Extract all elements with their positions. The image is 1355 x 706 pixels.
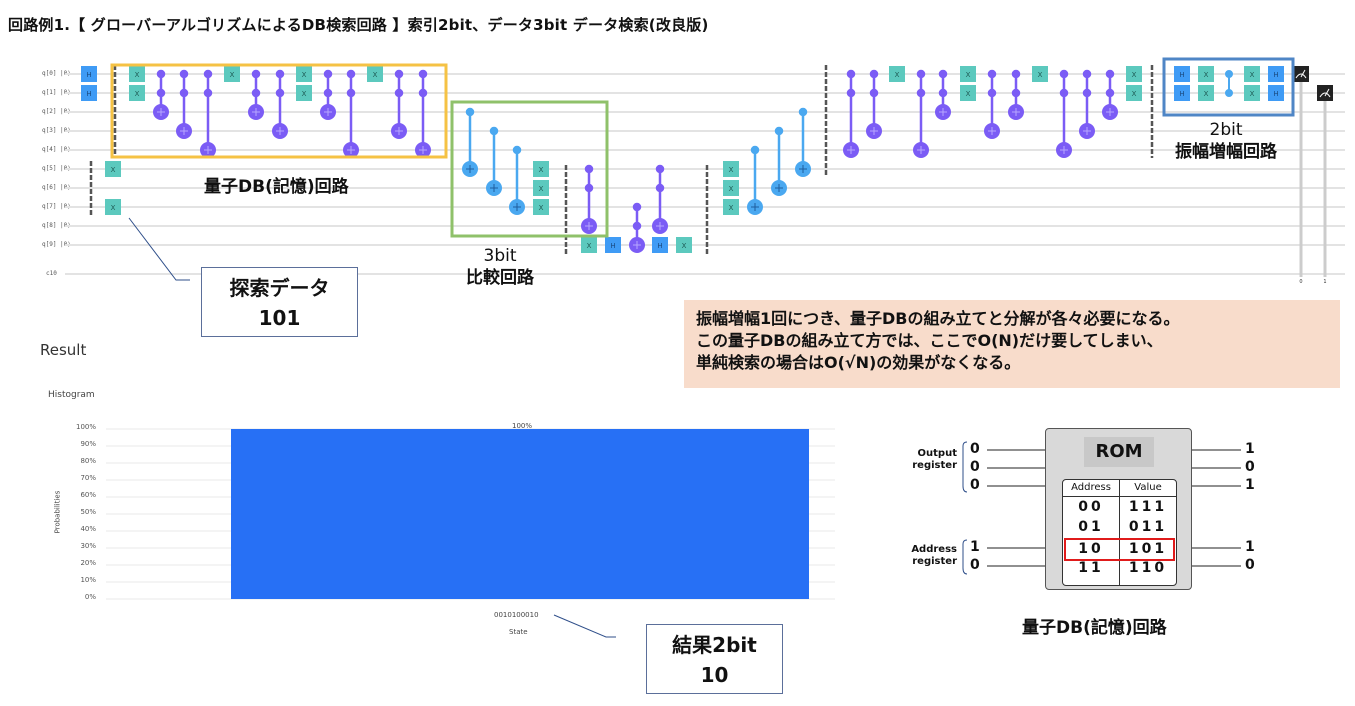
histogram-title: Histogram: [48, 390, 95, 400]
search-data-label: 探索データ: [229, 276, 330, 300]
rom-address-cell: 01: [1078, 519, 1104, 535]
rom-address-cell: 10: [1078, 541, 1104, 557]
amplifier-gates: [1174, 66, 1284, 101]
rom-title: ROM: [1084, 437, 1154, 467]
qdb-region-box: [110, 63, 448, 159]
ytick: 100%: [75, 423, 96, 431]
output-register-label-1: Output: [917, 448, 957, 459]
output-in-bit: 0: [970, 441, 980, 457]
rom-header-value: Value: [1134, 482, 1162, 493]
amplify-label-2: 振幅増幅回路: [1175, 142, 1277, 162]
ytick: 20%: [80, 559, 96, 567]
rom-caption: 量子DB(記憶)回路: [1022, 618, 1167, 638]
qubit-label-2: q[2] |0⟩: [42, 108, 71, 115]
page-title: 回路例1.【 グローバーアルゴリズムによるDB検索回路 】索引2bit、データ3…: [8, 16, 709, 34]
output-out-bit: 1: [1245, 477, 1255, 493]
search-data-value: 101: [258, 306, 301, 330]
ytick: 80%: [80, 457, 96, 465]
complexity-note: 振幅増幅1回につき、量子DBの組み立てと分解が各々必要になる。 この量子DBの組…: [684, 300, 1340, 388]
qubit-label-9: q[9] |0⟩: [42, 241, 71, 248]
address-register-label-1: Address: [911, 544, 957, 555]
circuit-svg: X H: [65, 57, 1345, 285]
measurements: 0 1: [1292, 65, 1334, 285]
rom-value-cell: 011: [1128, 519, 1168, 535]
histogram-bar: [231, 429, 809, 599]
measure-index-1: 1: [1323, 279, 1326, 285]
search-data-callout: 探索データ 101: [201, 267, 358, 337]
amplify-region-box: [1162, 57, 1295, 117]
rom-value-cell: 101: [1128, 541, 1168, 557]
note-line-1: 振幅増幅1回につき、量子DBの組み立てと分解が各々必要になる。: [696, 309, 1180, 328]
compare-gates: [461, 107, 549, 216]
ytick: 70%: [80, 474, 96, 482]
result-value: 10: [700, 663, 729, 687]
qubit-label-6: q[6] |0⟩: [42, 184, 71, 191]
qdb-gates: [129, 66, 432, 159]
output-out-bit: 1: [1245, 441, 1255, 457]
uncompare-gates: [723, 107, 812, 216]
qdb-region-label: 量子DB(記憶)回路: [204, 177, 349, 197]
ytick: 90%: [80, 440, 96, 448]
output-register-label-2: register: [912, 460, 957, 471]
qubit-label-1: q[1] |0⟩: [42, 89, 71, 96]
uncompute-qdb-gates: [842, 66, 1142, 159]
output-in-bit: 0: [970, 477, 980, 493]
compare-region-box: [450, 100, 609, 238]
qubit-label-7: q[7] |0⟩: [42, 203, 71, 210]
rom-diagram: Output register Address register 0 0 0 1…: [905, 420, 1255, 620]
qubit-label-3: q[3] |0⟩: [42, 127, 71, 134]
highlight-row-box: [1064, 538, 1175, 561]
ytick: 50%: [80, 508, 96, 516]
compare-label-1: 3bit: [483, 246, 517, 266]
rom-address-cell: 00: [1078, 499, 1104, 515]
amplify-label-1: 2bit: [1209, 120, 1243, 140]
qubit-label-8: q[8] |0⟩: [42, 222, 71, 229]
x-category-label: 0010100010: [494, 611, 539, 619]
qubit-label-4: q[4] |0⟩: [42, 146, 71, 153]
ytick: 40%: [80, 525, 96, 533]
x-axis-label: State: [509, 628, 528, 636]
result-callout-line: [553, 614, 616, 638]
output-out-bit: 0: [1245, 459, 1255, 475]
quantum-circuit: q[0] |0⟩ q[1] |0⟩ q[2] |0⟩ q[3] |0⟩ q[4]…: [0, 55, 1355, 295]
rom-box: ROM Address Value 00 111 01 011 10 101 1…: [1045, 428, 1192, 590]
address-out-bit: 0: [1245, 557, 1255, 573]
y-axis-label: Probabilities: [53, 490, 62, 534]
note-line-2: この量子DBの組み立て方では、ここでO(N)だけ要してしまい、: [696, 331, 1163, 350]
rom-value-cell: 110: [1128, 560, 1168, 576]
histogram-grid: [106, 428, 835, 600]
measure-index-0: 0: [1299, 279, 1302, 285]
ytick: 0%: [84, 593, 96, 601]
address-out-bit: 1: [1245, 539, 1255, 555]
result-title: Result: [40, 341, 87, 359]
bar-data-label: 100%: [512, 422, 533, 430]
compare-label-2: 比較回路: [466, 268, 534, 288]
qubit-label-5: q[5] |0⟩: [42, 165, 71, 172]
ytick: 30%: [80, 542, 96, 550]
address-in-bit: 1: [970, 539, 980, 555]
search-callout-line: [128, 217, 190, 281]
output-in-bit: 0: [970, 459, 980, 475]
result-callout: 結果2bit 10: [646, 624, 783, 694]
rom-value-cell: 111: [1128, 499, 1168, 515]
oracle-gates: [580, 164, 692, 254]
rom-table: Address Value 00 111 01 011 10 101 11 11…: [1062, 479, 1177, 586]
qubit-label-0: q[0] |0⟩: [42, 70, 71, 77]
classical-label: c10: [46, 270, 57, 277]
note-line-3: 単純検索の場合はO(√N)の効果がなくなる。: [696, 353, 1021, 372]
result-label: 結果2bit: [672, 633, 757, 657]
histogram-chart: 100% 90% 80% 70% 60% 50% 40% 30% 20% 10%…: [0, 420, 840, 636]
ytick: 10%: [80, 576, 96, 584]
rom-address-cell: 11: [1078, 560, 1104, 576]
address-in-bit: 0: [970, 557, 980, 573]
ytick: 60%: [80, 491, 96, 499]
address-register-label-2: register: [912, 556, 957, 567]
rom-header-address: Address: [1071, 482, 1111, 493]
